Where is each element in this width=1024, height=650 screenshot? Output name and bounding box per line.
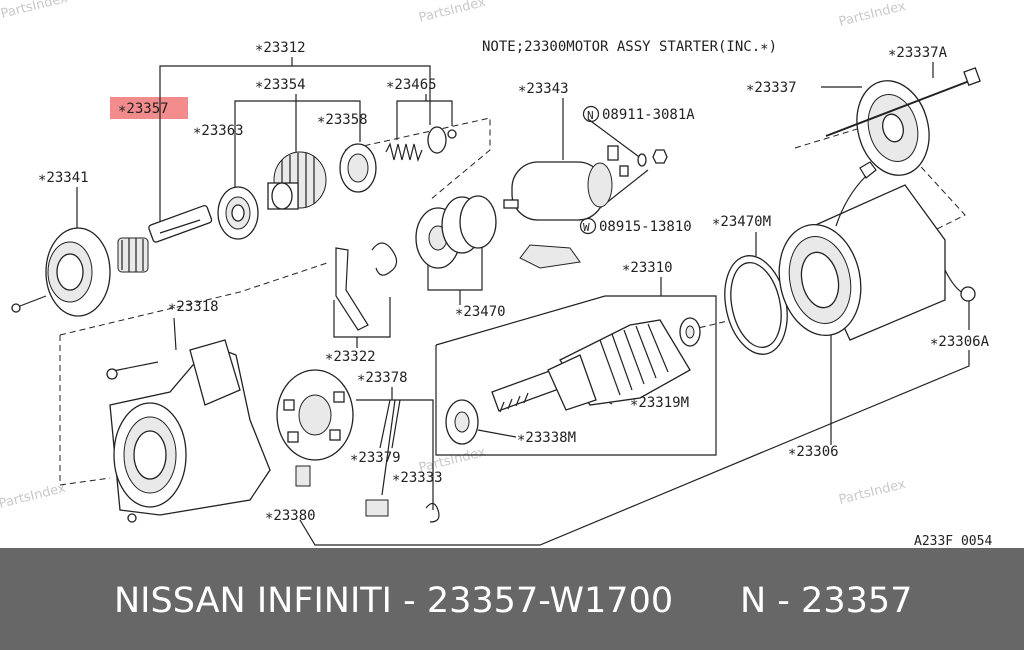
label-23354[interactable]: ∗23354 [255,77,306,93]
watermark: PartsIndex [417,0,487,26]
housing-23318[interactable] [106,339,271,523]
bolt-23306A[interactable] [960,286,976,302]
label-23333[interactable]: ∗23333 [392,470,443,486]
pinion-gear-23357[interactable] [117,204,213,273]
nut-08911[interactable] [652,149,668,164]
spring-23333[interactable] [425,502,440,523]
label-23378[interactable]: ∗23378 [357,370,408,386]
rear-cover-23337[interactable] [847,73,939,184]
watermark: PartsIndex [837,0,907,30]
lever-23322[interactable] [335,242,398,331]
label-23341[interactable]: ∗23341 [38,170,89,186]
label-23465[interactable]: ∗23465 [386,77,437,93]
starter-motor-exploded-diagram: PartsIndex PartsIndex PartsIndex PartsIn… [0,0,992,548]
o-ring-23470M[interactable] [716,250,795,360]
bearing-23358[interactable] [339,143,377,193]
selected-part-highlight [110,97,188,119]
label-23343[interactable]: ∗23343 [518,81,569,97]
label-08915[interactable]: 08915-13810 [599,219,692,235]
bearing-23363[interactable] [217,186,259,240]
label-23306A[interactable]: ∗23306A [930,334,990,350]
label-23358[interactable]: ∗23358 [317,112,368,128]
label-23318[interactable]: ∗23318 [168,299,219,315]
gasket-set-23470[interactable] [415,195,581,269]
part-code: N - 23357 [740,581,913,621]
label-23380[interactable]: ∗23380 [265,508,316,524]
label-23363[interactable]: ∗23363 [193,123,244,139]
footer-bar: NISSAN INFINITI - 23357-W1700 N - 23357 [0,548,1024,650]
through-bolt-23337A[interactable] [825,67,981,137]
note-text: NOTE;23300MOTOR ASSY STARTER(INC.∗) [482,39,777,55]
figure-code: A233F 0054 [914,534,992,548]
spring-set-23465[interactable] [385,126,457,162]
front-cover-23341[interactable] [11,227,111,317]
watermark: PartsIndex [0,481,67,512]
circle-n-letter: N [587,109,594,122]
bearing-23319M[interactable] [679,317,701,347]
label-23310[interactable]: ∗23310 [622,260,673,276]
brush-23379[interactable] [365,499,389,517]
label-23357[interactable]: ∗23357 [118,101,169,117]
label-08911[interactable]: 08911-3081A [602,107,695,123]
yoke-23306[interactable] [769,161,966,343]
label-23337A[interactable]: ∗23337A [888,45,948,61]
brush-23380[interactable] [295,465,311,487]
label-23322[interactable]: ∗23322 [325,349,376,365]
clutch-gear-23354[interactable] [267,151,327,210]
label-23312[interactable]: ∗23312 [255,40,306,56]
armature-23310[interactable] [445,319,691,445]
label-23470M[interactable]: ∗23470M [712,214,771,230]
label-23470[interactable]: ∗23470 [455,304,506,320]
solenoid-23343[interactable] [503,145,629,221]
watermark: PartsIndex [837,477,907,508]
brush-holder-23378[interactable] [276,369,354,461]
label-23379[interactable]: ∗23379 [350,450,401,466]
label-23337[interactable]: ∗23337 [746,80,797,96]
label-23338M[interactable]: ∗23338M [517,430,576,446]
circle-w-letter: W [583,221,590,234]
label-23319M[interactable]: ∗23319M [630,395,689,411]
part-title: NISSAN INFINITI - 23357-W1700 [114,581,674,621]
label-23306[interactable]: ∗23306 [788,444,839,460]
washer-08915[interactable] [637,153,647,167]
watermark: PartsIndex [0,0,69,22]
